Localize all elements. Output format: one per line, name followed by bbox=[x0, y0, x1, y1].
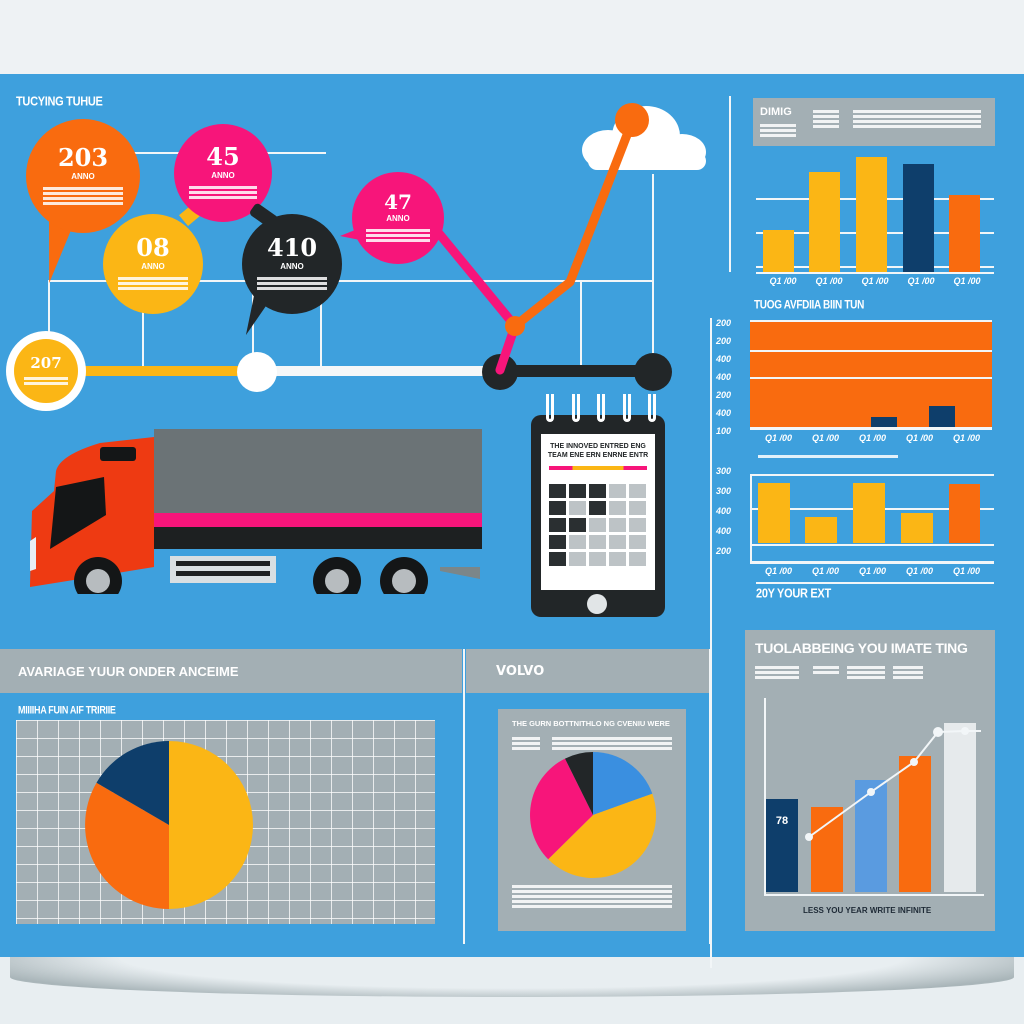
truck-illustration bbox=[30, 429, 482, 594]
bubble-value: 45 bbox=[206, 142, 240, 171]
divider bbox=[463, 649, 465, 944]
chart-caption bbox=[758, 453, 898, 460]
pie-chart-left bbox=[85, 741, 253, 909]
stat-bubble: 08 ANNO bbox=[103, 214, 203, 314]
grid-line bbox=[142, 280, 144, 366]
bubble-value: 08 bbox=[136, 233, 170, 262]
bar: 78 bbox=[766, 799, 798, 892]
trend-line bbox=[805, 727, 981, 841]
grid-line bbox=[320, 280, 322, 370]
y-axis-labels: 200 200 400 400 200 400 100 bbox=[716, 318, 732, 436]
timeline-track-yellow bbox=[80, 366, 260, 376]
bar bbox=[899, 756, 931, 892]
chart-header-title: DIMIG bbox=[760, 106, 792, 118]
grid-line bbox=[652, 174, 654, 370]
bar bbox=[758, 483, 790, 543]
timeline-node bbox=[634, 353, 672, 391]
bubble-value: 410 bbox=[266, 233, 318, 262]
y-axis bbox=[764, 698, 766, 896]
timeline-line-chart bbox=[395, 103, 649, 375]
stat-bubble: 47 ANNO bbox=[352, 172, 444, 264]
y-axis-labels: 300 300 400 400 200 bbox=[716, 466, 732, 556]
bubble-value: 47 bbox=[384, 190, 412, 214]
card-heading: THE GURN BOTTNITHLO NG CVENIU WERE bbox=[512, 719, 670, 728]
bubble-label: ANNO bbox=[71, 171, 95, 181]
chart-title: TUOG AVFDIIA BIIN TUN bbox=[754, 298, 864, 313]
grid-line bbox=[48, 280, 652, 282]
bar-chart-top-right bbox=[756, 157, 994, 274]
timeline-node bbox=[237, 352, 277, 392]
grid-line bbox=[252, 280, 254, 370]
bar bbox=[903, 164, 934, 272]
bar bbox=[871, 417, 897, 427]
growth-chart-card: TUOLABBEING YOU IMATE TING 78 LESS YOU Y… bbox=[745, 630, 995, 931]
bar bbox=[811, 807, 843, 892]
timeline-track-dark bbox=[500, 365, 650, 377]
divider bbox=[709, 649, 711, 944]
bubble-label: ANNO bbox=[280, 262, 304, 271]
card-title: TUOLABBEING YOU IMATE TING bbox=[755, 640, 968, 656]
bar-chart-mid-right bbox=[750, 320, 992, 430]
home-button-icon bbox=[587, 594, 607, 614]
bar bbox=[853, 483, 885, 543]
chart-footer: 20Y YOUR EXT bbox=[756, 586, 831, 602]
bar bbox=[929, 406, 955, 427]
bubble-value: 207 bbox=[30, 353, 62, 372]
bubble-value: 203 bbox=[57, 142, 109, 172]
timeline-title: TUCYING TUHUE bbox=[16, 94, 103, 110]
chart-header-panel: DIMIG bbox=[753, 98, 995, 146]
panel-subtitle: MIIIIHA FUIN AIF TRIRIIE bbox=[18, 704, 116, 716]
divider bbox=[756, 582, 994, 584]
panel-header: VOLVO bbox=[466, 649, 710, 693]
grid-line bbox=[580, 280, 582, 370]
card-footer: LESS YOU YEAR WRITE INFINITE bbox=[803, 906, 932, 915]
bubble-label: ANNO bbox=[141, 262, 165, 271]
calendar-progress-bar bbox=[549, 466, 647, 470]
tablet-calendar: THE INNOVED ENTRED ENG TEAM ENE ERN ENRN… bbox=[531, 415, 665, 617]
divider bbox=[710, 318, 712, 968]
timeline-track-white bbox=[260, 366, 500, 376]
calendar-screen: THE INNOVED ENTRED ENG TEAM ENE ERN ENRN… bbox=[541, 434, 655, 590]
grid-line bbox=[48, 280, 50, 350]
stat-bubble: 203 ANNO bbox=[26, 119, 140, 233]
bubble-label: ANNO bbox=[386, 214, 410, 223]
bubble-label: ANNO bbox=[211, 171, 235, 180]
calendar-heading: TEAM ENE ERN ENRNE ENTR bbox=[547, 452, 649, 459]
panel-title: AVARIAGE YUUR ONDER ANCEIME bbox=[18, 663, 239, 679]
panel-header: AVARIAGE YUUR ONDER ANCEIME bbox=[0, 649, 462, 693]
stat-bubble: 410 ANNO bbox=[242, 214, 342, 314]
calendar-heading: THE INNOVED ENTRED ENG bbox=[550, 443, 646, 450]
stat-bubble: 207 bbox=[14, 339, 78, 403]
x-axis-labels: Q1 /00 Q1 /00 Q1 /00 Q1 /00 Q1 /00 bbox=[764, 433, 981, 443]
bar-value-label: 78 bbox=[775, 815, 789, 827]
infographic-poster: TUCYING TUHUE 203 ANNO 45 ANNO bbox=[0, 74, 1024, 968]
x-axis-labels: Q1 /00 Q1 /00 Q1 /00 Q1 /00 Q1 /00 bbox=[764, 566, 981, 576]
pie-chart-volvo bbox=[530, 752, 657, 879]
bar bbox=[949, 484, 980, 543]
spiral-rings bbox=[546, 394, 656, 422]
x-axis-labels: Q1 /00 Q1 /00 Q1 /00 Q1 /00 Q1 /00 bbox=[769, 276, 981, 286]
bar bbox=[949, 195, 980, 272]
bar bbox=[856, 157, 887, 272]
divider bbox=[729, 96, 731, 272]
bar bbox=[901, 513, 933, 543]
x-axis bbox=[764, 894, 984, 896]
bar bbox=[809, 172, 840, 272]
bar-chart-lower-right bbox=[750, 474, 994, 564]
calendar-grid bbox=[549, 484, 647, 566]
bar bbox=[763, 230, 794, 272]
poster-shadow bbox=[10, 957, 1014, 997]
bar bbox=[944, 723, 976, 892]
panel-title: VOLVO bbox=[496, 663, 545, 679]
stat-bubble-ring: 207 bbox=[6, 331, 86, 411]
bar bbox=[805, 517, 837, 543]
